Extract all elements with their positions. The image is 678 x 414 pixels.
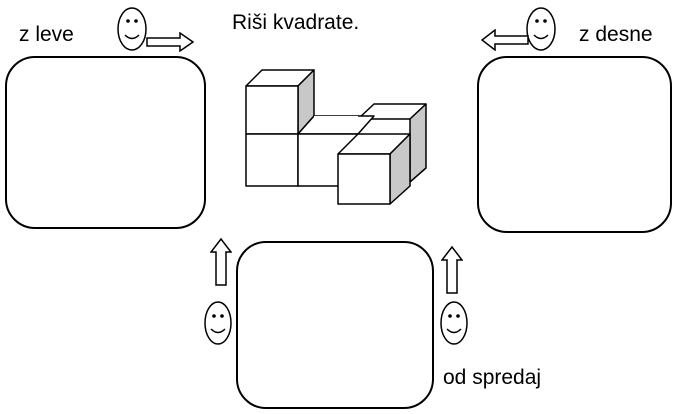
front-view-answer-box[interactable] [236,241,434,409]
instruction-title: Riši kvadrate. [232,11,360,34]
front-view-label: od spredaj [443,366,542,389]
arrow-left-icon [481,29,529,51]
left-view-label: z leve [19,23,74,46]
arrow-up-icon [441,246,463,294]
smiley-face-icon [117,7,147,51]
cube-back-right [357,103,427,183]
right-view-answer-box[interactable] [477,56,672,233]
cube-middle [297,115,375,135]
right-view-label: z desne [579,23,653,46]
arrow-right-icon [146,32,194,52]
smiley-face-icon [440,301,468,345]
smiley-face-icon [204,301,232,345]
cube-arrangement [245,69,427,205]
smiley-face-icon [526,7,556,51]
cube-front-right [337,133,411,205]
cube-top-left [245,69,315,135]
cube-bottom-left [245,133,299,187]
left-view-answer-box[interactable] [5,56,206,229]
arrow-up-icon [210,238,232,286]
